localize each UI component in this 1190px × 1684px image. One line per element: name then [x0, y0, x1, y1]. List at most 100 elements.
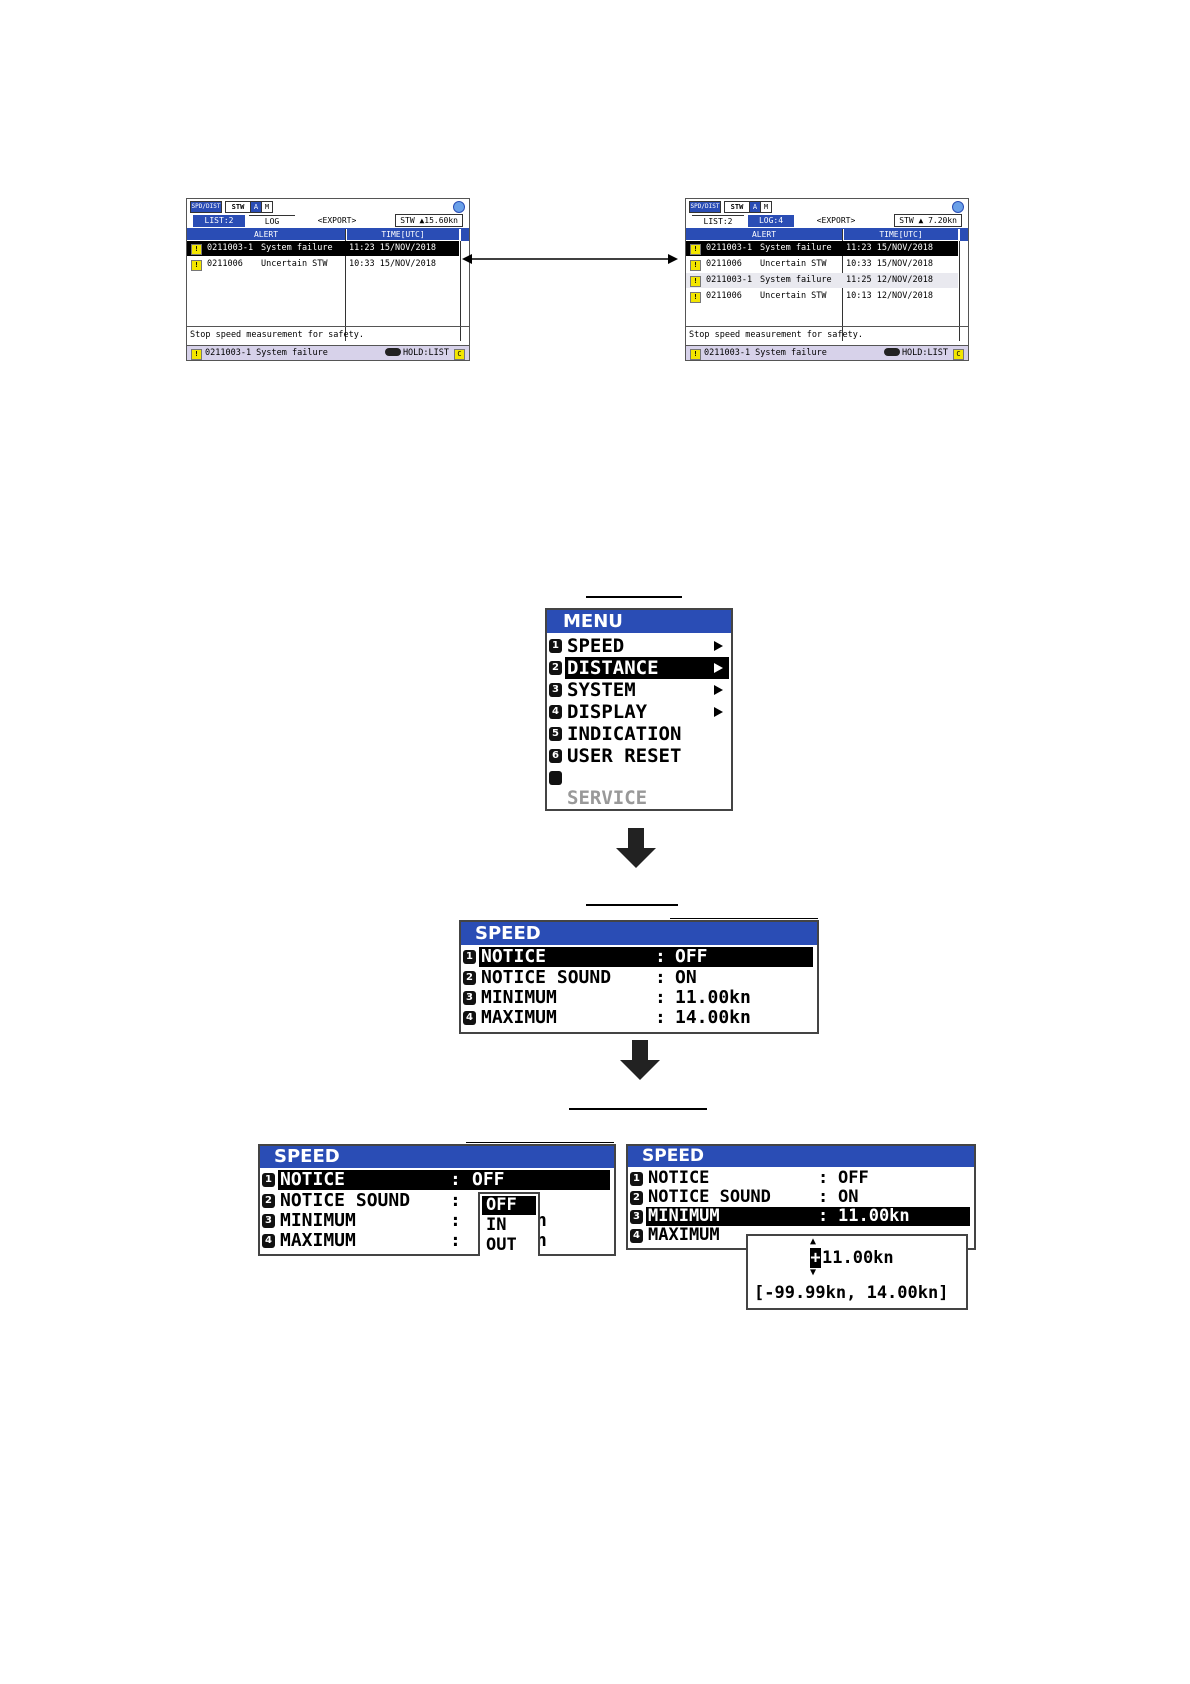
menu-item-label: DISTANCE	[565, 657, 729, 679]
menu-item-notice[interactable]: 1 NOTICE : OFF	[260, 1170, 614, 1190]
menu-item-display[interactable]: 4 DISPLAY	[547, 701, 731, 723]
key-1-icon: 1	[262, 1173, 275, 1187]
tab-export[interactable]: <EXPORT>	[816, 216, 856, 225]
tab-export[interactable]: <EXPORT>	[317, 216, 357, 225]
selection-highlight	[278, 1170, 610, 1190]
separator: :	[655, 987, 666, 1008]
option-out[interactable]: OUT	[486, 1235, 517, 1255]
alert-log-screen: SPD/DIST STW A M LIST:2 LOG:4 <EXPORT> S…	[685, 198, 969, 361]
menu-item-notice-sound[interactable]: 2 NOTICE SOUND : ON	[461, 968, 817, 988]
menu-item-user-reset[interactable]: 6 USER RESET	[547, 745, 731, 767]
alert-id: 0211006	[207, 259, 243, 269]
alert-text: System failure	[760, 243, 832, 253]
table-row[interactable]: ! 0211006 Uncertain STW 10:33 15/NOV/201…	[686, 257, 958, 272]
menu-item-minimum[interactable]: 3 MINIMUM : 11.00kn	[461, 988, 817, 1008]
menu-item-value: ON	[675, 967, 697, 988]
separator: :	[818, 1168, 829, 1188]
menu-item-notice[interactable]: 1 NOTICE : OFF	[628, 1169, 974, 1188]
menu-item-label: MAXIMUM	[280, 1230, 356, 1251]
warning-icon: !	[191, 349, 202, 360]
status-circle-icon	[453, 201, 465, 213]
menu-item-service[interactable]: SERVICE	[547, 788, 731, 808]
alert-id: 0211003-1	[706, 275, 753, 285]
warning-icon: !	[191, 244, 202, 255]
underline-decoration	[466, 1142, 614, 1143]
sign-digit-cursor[interactable]: +	[810, 1248, 821, 1268]
menu-item-label: NOTICE	[280, 1169, 346, 1190]
editor-value[interactable]: 11.00kn	[822, 1248, 894, 1268]
menu-item-notice-sound[interactable]: 2 NOTICE SOUND : ON	[628, 1188, 974, 1207]
main-menu: MENU 1 SPEED 2 DISTANCE 3 SYSTEM 4 DISPL…	[545, 608, 733, 811]
warning-icon: !	[690, 260, 701, 271]
alert-id: 0211006	[706, 291, 742, 301]
key-3-icon: 3	[463, 991, 476, 1005]
tab-log[interactable]: LOG:4	[748, 215, 794, 227]
scroll-arrows-icon[interactable]	[461, 229, 469, 241]
menu-item-label: MAXIMUM	[481, 1007, 557, 1028]
menu-title: MENU	[547, 610, 731, 633]
option-off[interactable]: OFF	[482, 1196, 536, 1215]
underline-decoration	[670, 918, 818, 919]
alert-time: 11:23 15/NOV/2018	[349, 243, 436, 253]
menu-item-notice[interactable]: 1 NOTICE : OFF	[461, 947, 817, 967]
decrement-arrow-icon[interactable]: ▼	[810, 1267, 817, 1278]
menu-item-maximum[interactable]: 4 MAXIMUM : 14.00kn	[461, 1008, 817, 1028]
separator: :	[450, 1190, 461, 1211]
underline-decoration	[586, 904, 678, 906]
alert-time: 11:23 15/NOV/2018	[846, 243, 933, 253]
key-4-icon: 4	[463, 1011, 476, 1025]
menu-item-indication[interactable]: 5 INDICATION	[547, 723, 731, 745]
spd-dist-badge: SPD/DIST	[190, 201, 222, 213]
divider	[686, 326, 968, 327]
menu-item-system[interactable]: 3 SYSTEM	[547, 679, 731, 701]
table-row[interactable]: ! 0211006 Uncertain STW 10:13 12/NOV/201…	[686, 289, 958, 304]
warning-icon: !	[690, 276, 701, 287]
tab-list[interactable]: LIST:2	[193, 215, 245, 227]
auto-badge: A	[749, 201, 761, 213]
menu-item-value-partial: n	[536, 1210, 547, 1231]
key-2-icon: 2	[549, 661, 562, 675]
speed-readout: STW ▲15.60kn	[395, 214, 463, 227]
menu-item-label: MINIMUM	[280, 1210, 356, 1231]
table-row[interactable]: ! 0211003-1 System failure 11:23 15/NOV/…	[187, 241, 459, 256]
table-row[interactable]: ! 0211006 Uncertain STW 10:33 15/NOV/201…	[187, 257, 459, 272]
menu-item-label: SERVICE	[567, 787, 648, 809]
scrollbar[interactable]	[959, 241, 968, 341]
hold-label: HOLD:LIST	[901, 348, 948, 358]
alert-time: 11:25 12/NOV/2018	[846, 275, 933, 285]
key-3-icon: 3	[262, 1214, 275, 1228]
selection-highlight	[479, 947, 813, 967]
warning-icon: !	[690, 292, 701, 303]
alert-id: 0211003-1	[207, 243, 254, 253]
menu-item-minimum[interactable]: 3 MINIMUM : n	[260, 1211, 614, 1231]
key-2-icon: 2	[463, 971, 476, 985]
table-row[interactable]: ! 0211003-1 System failure 11:25 12/NOV/…	[686, 273, 958, 288]
separator: :	[655, 1007, 666, 1028]
scroll-arrows-icon[interactable]	[960, 229, 968, 241]
editor-range: [-99.99kn, 14.00kn]	[754, 1283, 949, 1303]
menu-item-minimum[interactable]: 3 MINIMUM : 11.00kn	[628, 1207, 974, 1226]
separator: :	[818, 1206, 829, 1226]
key-1-icon: 1	[463, 950, 476, 964]
menu-item-label: INDICATION	[567, 723, 682, 745]
menu-item-speed[interactable]: 1 SPEED	[547, 635, 731, 657]
table-row[interactable]: ! 0211003-1 System failure 11:23 15/NOV/…	[686, 241, 958, 256]
key-2-icon: 2	[630, 1191, 643, 1205]
increment-arrow-icon[interactable]: ▲	[810, 1236, 817, 1247]
menu-title: SPEED	[461, 922, 817, 945]
column-divider	[345, 229, 346, 341]
option-in[interactable]: IN	[486, 1215, 507, 1235]
menu-item-distance[interactable]: 2 DISTANCE	[547, 657, 731, 679]
col-alert-header: ALERT	[187, 229, 345, 240]
menu-item-maximum[interactable]: 4 MAXIMUM	[628, 1226, 974, 1245]
tab-log[interactable]: LOG	[249, 215, 295, 228]
manual-badge: M	[261, 201, 273, 213]
status-footer: ! 0211003-1 System failure HOLD:LIST C	[686, 345, 968, 360]
tab-list[interactable]: LIST:2	[692, 215, 744, 228]
separator: :	[450, 1210, 461, 1231]
menu-item-notice-sound[interactable]: 2 NOTICE SOUND :	[260, 1191, 614, 1211]
alert-text: Uncertain STW	[261, 259, 328, 269]
scrollbar[interactable]	[460, 241, 469, 341]
menu-item-maximum[interactable]: 4 MAXIMUM : n	[260, 1231, 614, 1251]
key-1-icon: 1	[630, 1172, 643, 1186]
